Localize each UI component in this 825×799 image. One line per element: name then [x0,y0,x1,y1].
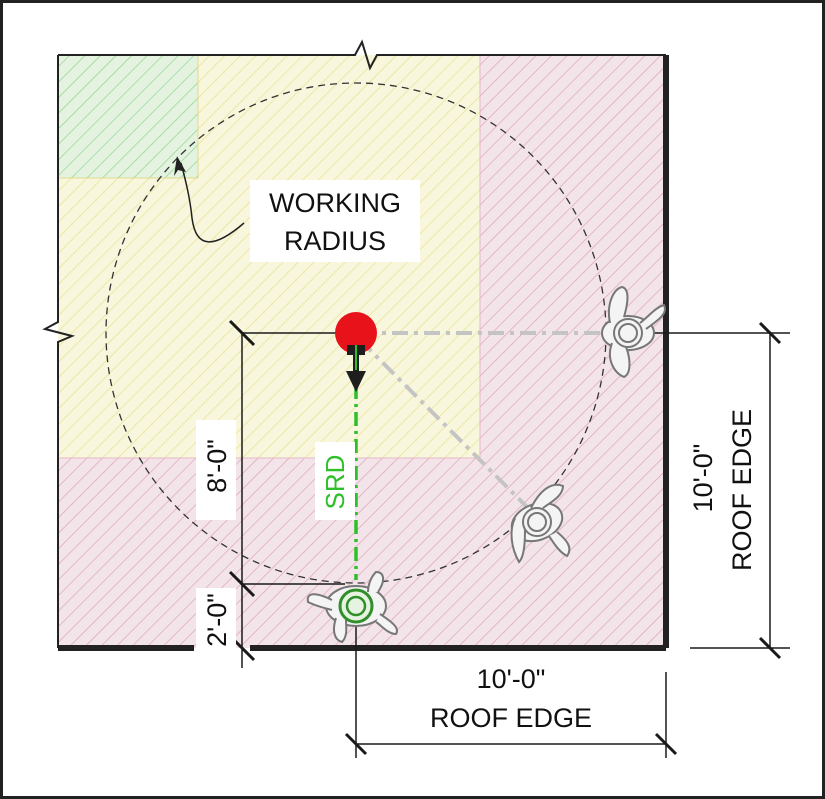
dimension-lines [228,319,790,758]
srd-label-bg [315,442,355,520]
left-break-line [42,55,76,648]
dim-bottom-value: 10'-0" [477,664,546,694]
dim-2ft-label: 2'-0" [202,593,232,647]
worker-arm-left [306,593,333,611]
anchor-circle [335,312,377,354]
dim-8ft-label-bg [196,420,236,520]
dim-right-value: 10'-0" [688,444,718,513]
worker-harness [338,588,374,624]
working-radius-label-line1: WORKING [269,188,401,218]
worker-bottom [306,570,398,644]
zone-green-hatch [58,55,198,178]
worker-helmet [345,595,367,617]
worker-arm-upper [530,483,565,509]
worker-diagonal [510,483,571,564]
dim-tick-right-bottom [758,636,782,660]
anchor-point [335,312,377,392]
dim-bottom-text: ROOF EDGE [430,703,592,733]
worker-arm-lower-right [375,613,398,636]
srd-device-arrow [346,371,366,392]
worker-arm-lower [608,342,631,379]
dim-tick-top [228,319,256,347]
working-radius-label-bg [250,180,420,262]
reach-line-diagonal [358,338,530,510]
worker-helmet [527,512,547,532]
worker-top-right [601,285,666,379]
worker-helmet [618,323,638,343]
worker-arm-right [639,303,666,330]
roof-outline [42,39,669,651]
dim-8ft-label: 8'-0" [202,439,232,493]
dim-right-label-bg [684,380,766,580]
working-radius-leader [174,156,245,243]
srd-label: SRD [320,455,350,510]
dim-tick-right-top [758,321,782,345]
dim-tick-bottom-left [344,732,368,756]
worker-arm-upper-right [367,570,384,593]
top-break-line [58,39,666,71]
dim-right-text: ROOF EDGE [727,409,757,571]
dim-2ft-label-bg [196,588,236,652]
worker-arm-left [510,517,526,564]
worker-arm-lower-left [333,617,348,644]
worker-arm-upper [608,285,629,324]
working-radius-label-line2: RADIUS [284,226,386,256]
worker-arm-right [548,531,571,558]
